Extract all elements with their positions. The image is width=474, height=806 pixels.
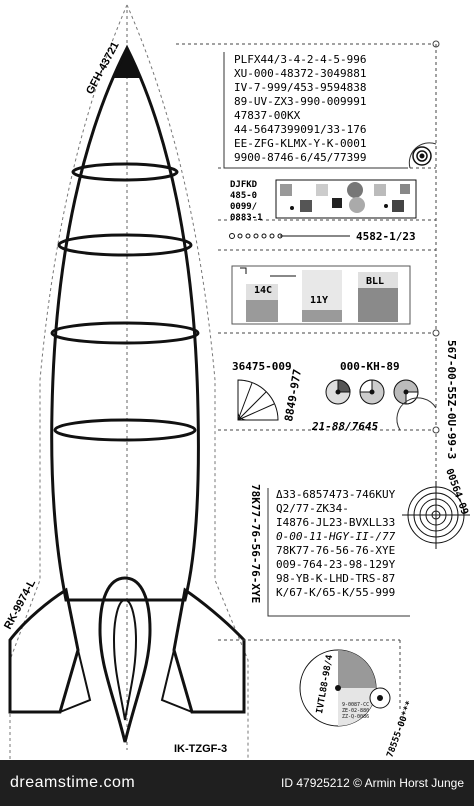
right-fin	[172, 587, 246, 714]
lower-code-line: 98-YB-K-LHD-TRS-87	[276, 572, 395, 585]
lower-code-line: K/67-K/65-K/55-999	[276, 586, 395, 599]
left-vertical-code: 78K77-76-56-76-XYE	[249, 484, 262, 603]
code-line: XU-000-48372-3049881	[234, 67, 366, 80]
left-fin-code: RK-9974-L	[2, 577, 38, 631]
lower-code-line: Δ33-6857473-746KUY	[276, 488, 396, 501]
footer-brand: dreamstime.com	[10, 774, 136, 791]
left-fin-inner	[59, 649, 92, 713]
dots-row: 4582-1/23	[229, 230, 416, 243]
code-line: 47837-00KX	[234, 109, 301, 122]
rocket-nose-tip	[114, 48, 140, 78]
dots-code: 4582-1/23	[356, 230, 416, 243]
mini-code: ZE-02-880	[342, 708, 369, 714]
rotated-code: 8849-977	[282, 368, 304, 422]
bar-label: 14C	[254, 285, 272, 296]
rocket	[8, 4, 249, 760]
lower-code-line: I4876-JL23-BVXLL33	[276, 516, 395, 529]
right-fin-inner	[160, 649, 193, 713]
target-code: 00564-09	[443, 467, 470, 516]
stage-ring-3	[50, 321, 200, 345]
code-line: IV-7-999/453-9594838	[234, 81, 366, 94]
lower-code-line: 78K77-76-56-76-XYE	[276, 544, 395, 557]
code-block: PLFX44/3-4-2-4-5-996 XU-000-48372-304988…	[234, 53, 366, 164]
lower-bracket	[267, 488, 410, 617]
lower-code-line: 009-764-23-98-129Y	[276, 558, 396, 571]
lower-code-line: Q2/77-ZK34-	[276, 502, 349, 515]
center-fin-inner	[112, 598, 138, 721]
pixel-code: 485-0	[230, 191, 257, 201]
pixel-code: 0883-1	[230, 213, 263, 223]
stage-ring-2	[57, 233, 193, 257]
code-line: 44-5647399091/33-176	[234, 123, 366, 136]
gauge-code: 36475-009	[232, 360, 292, 373]
stage-ring-4	[53, 418, 197, 442]
gauge-panel: 36475-009 000-KH-89 8849-977 21-88/7645	[232, 360, 437, 433]
rocket-blueprint: GFH-43721 RK-9974-L IK-TZGF-3 PLFX44/3-4…	[2, 4, 470, 760]
target-small-icon	[412, 146, 432, 166]
pixel-code: DJFKD	[230, 180, 258, 190]
code-arc	[408, 142, 437, 169]
lower-code-block: Δ33-6857473-746KUY Q2/77-ZK34- I4876-JL2…	[276, 488, 396, 599]
code-line: 89-UV-ZX3-990-009991	[234, 95, 366, 108]
gauge-code: 000-KH-89	[340, 360, 400, 373]
pixel-code: 0099/	[230, 202, 257, 212]
left-fin	[8, 587, 80, 714]
bottom-code: IK-TZGF-3	[174, 743, 227, 755]
code-bracket	[223, 52, 408, 169]
lower-code-line: 0-00-11-HGY-II-/77	[276, 530, 396, 543]
footer-credit: ID 47925212 © Armin Horst Junge	[281, 776, 464, 790]
bar-panel: 14C 11Y BLL	[231, 265, 411, 325]
mini-code: ZZ-Q-0086	[342, 714, 369, 720]
bar-label: BLL	[366, 276, 384, 287]
concentric-target-icon	[402, 481, 470, 549]
rocket-outer-guide-right	[126, 4, 249, 760]
code-line: EE-ZFG-KLMX-Y-K-0001	[234, 137, 366, 150]
right-vertical-code: 567-00-55Z-0U-99-3	[445, 340, 458, 459]
code-line: 9900-8746-6/45/77399	[234, 151, 366, 164]
italic-code: 21-88/7645	[311, 420, 379, 433]
mini-code: 9-0087-CC	[342, 702, 369, 708]
bar-label: 11Y	[310, 295, 328, 306]
pie-panel: IVTL88-98/4 9-0087-CC ZE-02-880 ZZ-Q-008…	[299, 649, 391, 727]
code-line: PLFX44/3-4-2-4-5-996	[234, 53, 366, 66]
pixel-block: DJFKD 485-0 0099/ 0883-1	[230, 179, 417, 223]
stage-ring-1	[71, 162, 179, 182]
rocket-outer-guide-left	[9, 4, 128, 760]
center-fin	[98, 576, 152, 743]
watermark-footer: dreamstime.com ID 47925212 © Armin Horst…	[0, 760, 474, 806]
